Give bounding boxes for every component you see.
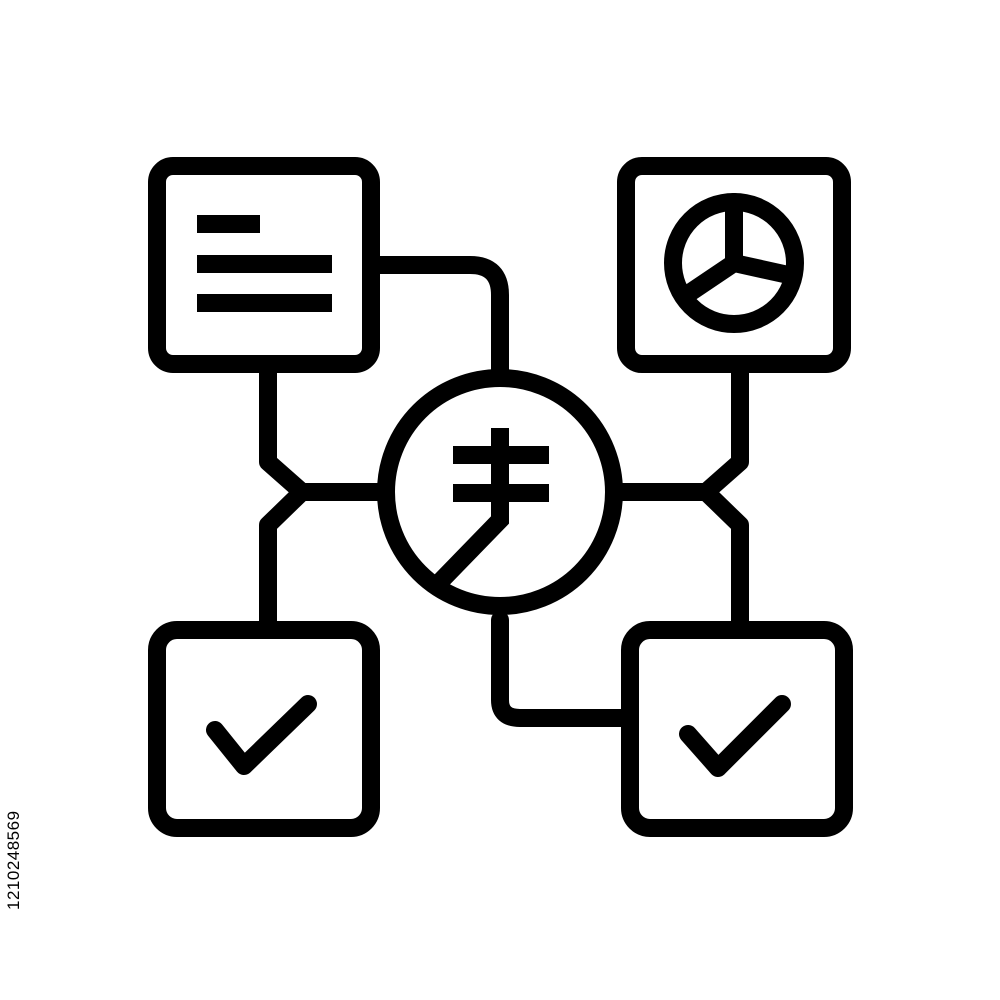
check-box-frame-right — [621, 621, 853, 837]
rupee-stem — [425, 428, 509, 597]
pie-chart-icon — [664, 193, 804, 333]
connector-left-branch — [259, 361, 391, 637]
connector-lines — [259, 256, 749, 727]
bottom-right-check-box — [621, 621, 853, 837]
pie-chart-box — [617, 157, 851, 373]
connector-top-left-to-center — [363, 256, 509, 387]
checkmark-icon — [679, 695, 791, 777]
pie-chart-divider-right — [725, 254, 802, 285]
document-box-frame — [148, 157, 380, 373]
bottom-left-check-box — [148, 621, 380, 837]
stock-image-id: 1210248569 — [4, 810, 23, 910]
connector-bottom-right-to-center — [491, 611, 639, 727]
pie-chart-box-frame — [617, 157, 851, 373]
coin-outline — [377, 369, 623, 615]
rupee-coin-icon — [377, 369, 623, 615]
connector-right-branch — [611, 361, 749, 637]
text-document-icon — [148, 157, 380, 373]
pie-chart-divider-left — [676, 254, 743, 305]
check-box-frame-left — [148, 621, 380, 837]
checkmark-icon — [206, 695, 317, 775]
